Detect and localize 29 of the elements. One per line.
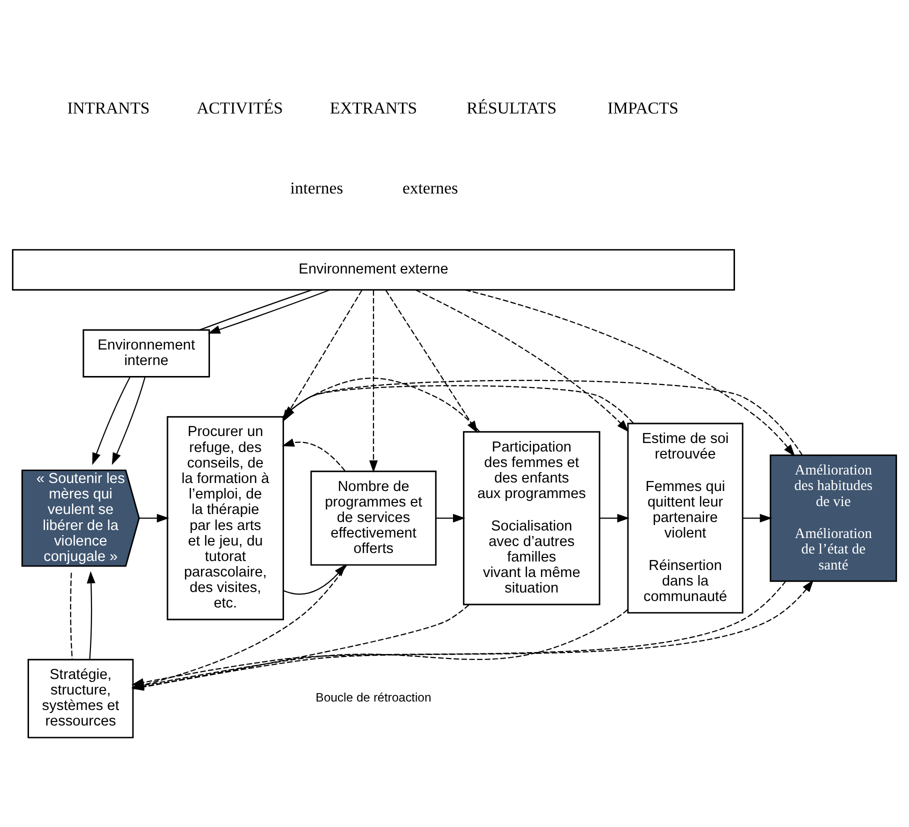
node-box: Environnement externe	[12, 249, 735, 291]
label: Boucle de rétroaction	[316, 690, 432, 705]
label: internes	[290, 178, 344, 198]
node-box: Stratégie, structure, systèmes et ressources	[28, 658, 134, 738]
label: ACTIVITÉS	[196, 98, 283, 118]
label: externes	[402, 178, 458, 198]
arrow	[283, 564, 346, 595]
node-box: Amélioration des habitudes de vie Amélioration de l’état de santé	[770, 454, 898, 582]
arrow	[92, 376, 130, 466]
arrow	[600, 514, 630, 522]
arrow	[436, 514, 466, 522]
node-box: Nombre de programmes et de services effectivement offerts	[310, 470, 437, 566]
arrow	[742, 514, 772, 522]
label: IMPACTS	[608, 98, 678, 118]
node-box: Estime de soi retrouvée Femmes qui quittent leur partenaire violent Réinsertion dans la communauté	[627, 422, 744, 614]
label: EXTRANTS	[330, 98, 418, 118]
node-box: Environnement interne	[82, 329, 210, 378]
arrow	[86, 571, 96, 660]
arrow	[208, 290, 330, 334]
connector	[199, 289, 312, 330]
arrow	[369, 290, 378, 473]
node-box: Participation des femmes et des enfants aux programmes Socialisation avec d’autres familles vivant la même situation	[462, 431, 600, 606]
label: INTRANTS	[67, 98, 150, 118]
label: RÉSULTATS	[466, 98, 556, 118]
arrow	[139, 514, 170, 522]
node-box: Procurer un refuge, des conseils, de la formation à l’emploi, de la thérapie par les arts et le jeu, du tutorat parascolaire, des visites, etc.	[166, 416, 284, 620]
connector	[70, 572, 73, 660]
arrow	[282, 438, 346, 472]
arrow	[112, 376, 146, 466]
